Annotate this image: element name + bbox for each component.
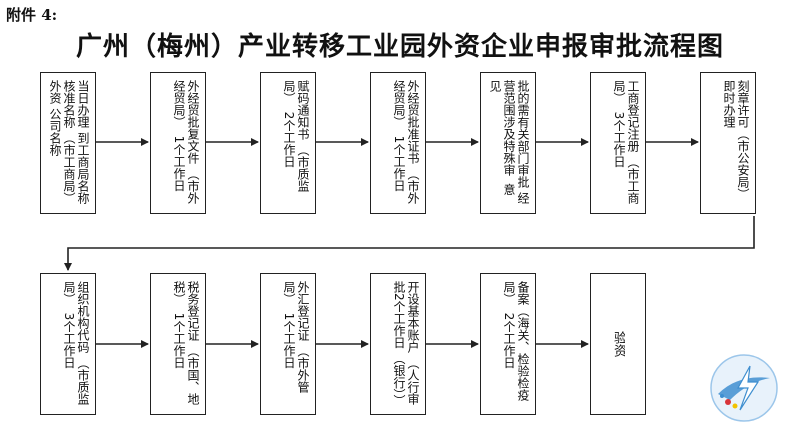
step-text: 外汇登记证 （市外管局） 1个工作日 <box>282 281 310 393</box>
step-forex-registration: 外汇登记证 （市外管局） 1个工作日 <box>260 273 316 415</box>
step-customs-filing: 备案（海关、检验检疫局） 2个工作日 <box>480 273 536 415</box>
step-fte-approval-document: 外经贸批复文件 （市外经贸局） 1个工作日 <box>150 72 206 214</box>
step-text: 当日办理 到工商局名称 核准名称 （市工商局）外资 公司名称 <box>48 80 90 207</box>
step-basic-account: 开设基本账户 （人行审批2个工作日 （银行）） <box>370 273 426 415</box>
step-text: 批的需有关部门审批 经营范围涉及特殊审 意见 <box>488 80 530 204</box>
step-text: 外经贸批复文件 （市外经贸局） 1个工作日 <box>172 80 200 204</box>
step-business-registration: 工商登记注册 （市工商局） 3个工作日 <box>590 72 646 214</box>
step-fte-approval-certificate: 外经贸批准证书 （市外经贸局） 1个工作日 <box>370 72 426 214</box>
step-special-approval: 批的需有关部门审批 经营范围涉及特殊审 意见 <box>480 72 536 214</box>
step-code-assignment-notice: 赋码通知书 （市质监局） 2个工作日 <box>260 72 316 214</box>
step-text: 工商登记注册 （市工商局） 3个工作日 <box>612 80 640 204</box>
step-text: 备案（海关、检验检疫局） 2个工作日 <box>502 281 530 401</box>
step-organization-code: 组织机构代码 （市质监局） 3个工作日 <box>40 273 96 415</box>
annex-label: 附件 4: <box>6 6 58 24</box>
arrow-row-wrap <box>64 216 755 271</box>
page-title: 广州（梅州）产业转移工业园外资企业申报审批流程图 <box>75 32 724 62</box>
step-tax-registration: 税务登记证 （市国、地税） 1个工作日 <box>150 273 206 415</box>
step-text: 开设基本账户 （人行审批2个工作日 （银行）） <box>392 281 420 407</box>
step-capital-verification: 验资 <box>590 273 646 415</box>
logo-icon <box>710 354 778 422</box>
step-text: 税务登记证 （市国、地税） 1个工作日 <box>172 281 200 405</box>
step-text: 刻章许可（市公安局） 即时办理 <box>722 80 750 204</box>
step-text: 赋码通知书 （市质监局） 2个工作日 <box>282 80 310 192</box>
step-text: 验资 <box>611 331 625 357</box>
step-text: 外经贸批准证书 （市外经贸局） 1个工作日 <box>392 80 420 204</box>
step-name-approval: 当日办理 到工商局名称 核准名称 （市工商局）外资 公司名称 <box>40 72 96 214</box>
step-seal-permit: 刻章许可（市公安局） 即时办理 <box>700 72 756 214</box>
step-text: 组织机构代码 （市质监局） 3个工作日 <box>62 281 90 405</box>
